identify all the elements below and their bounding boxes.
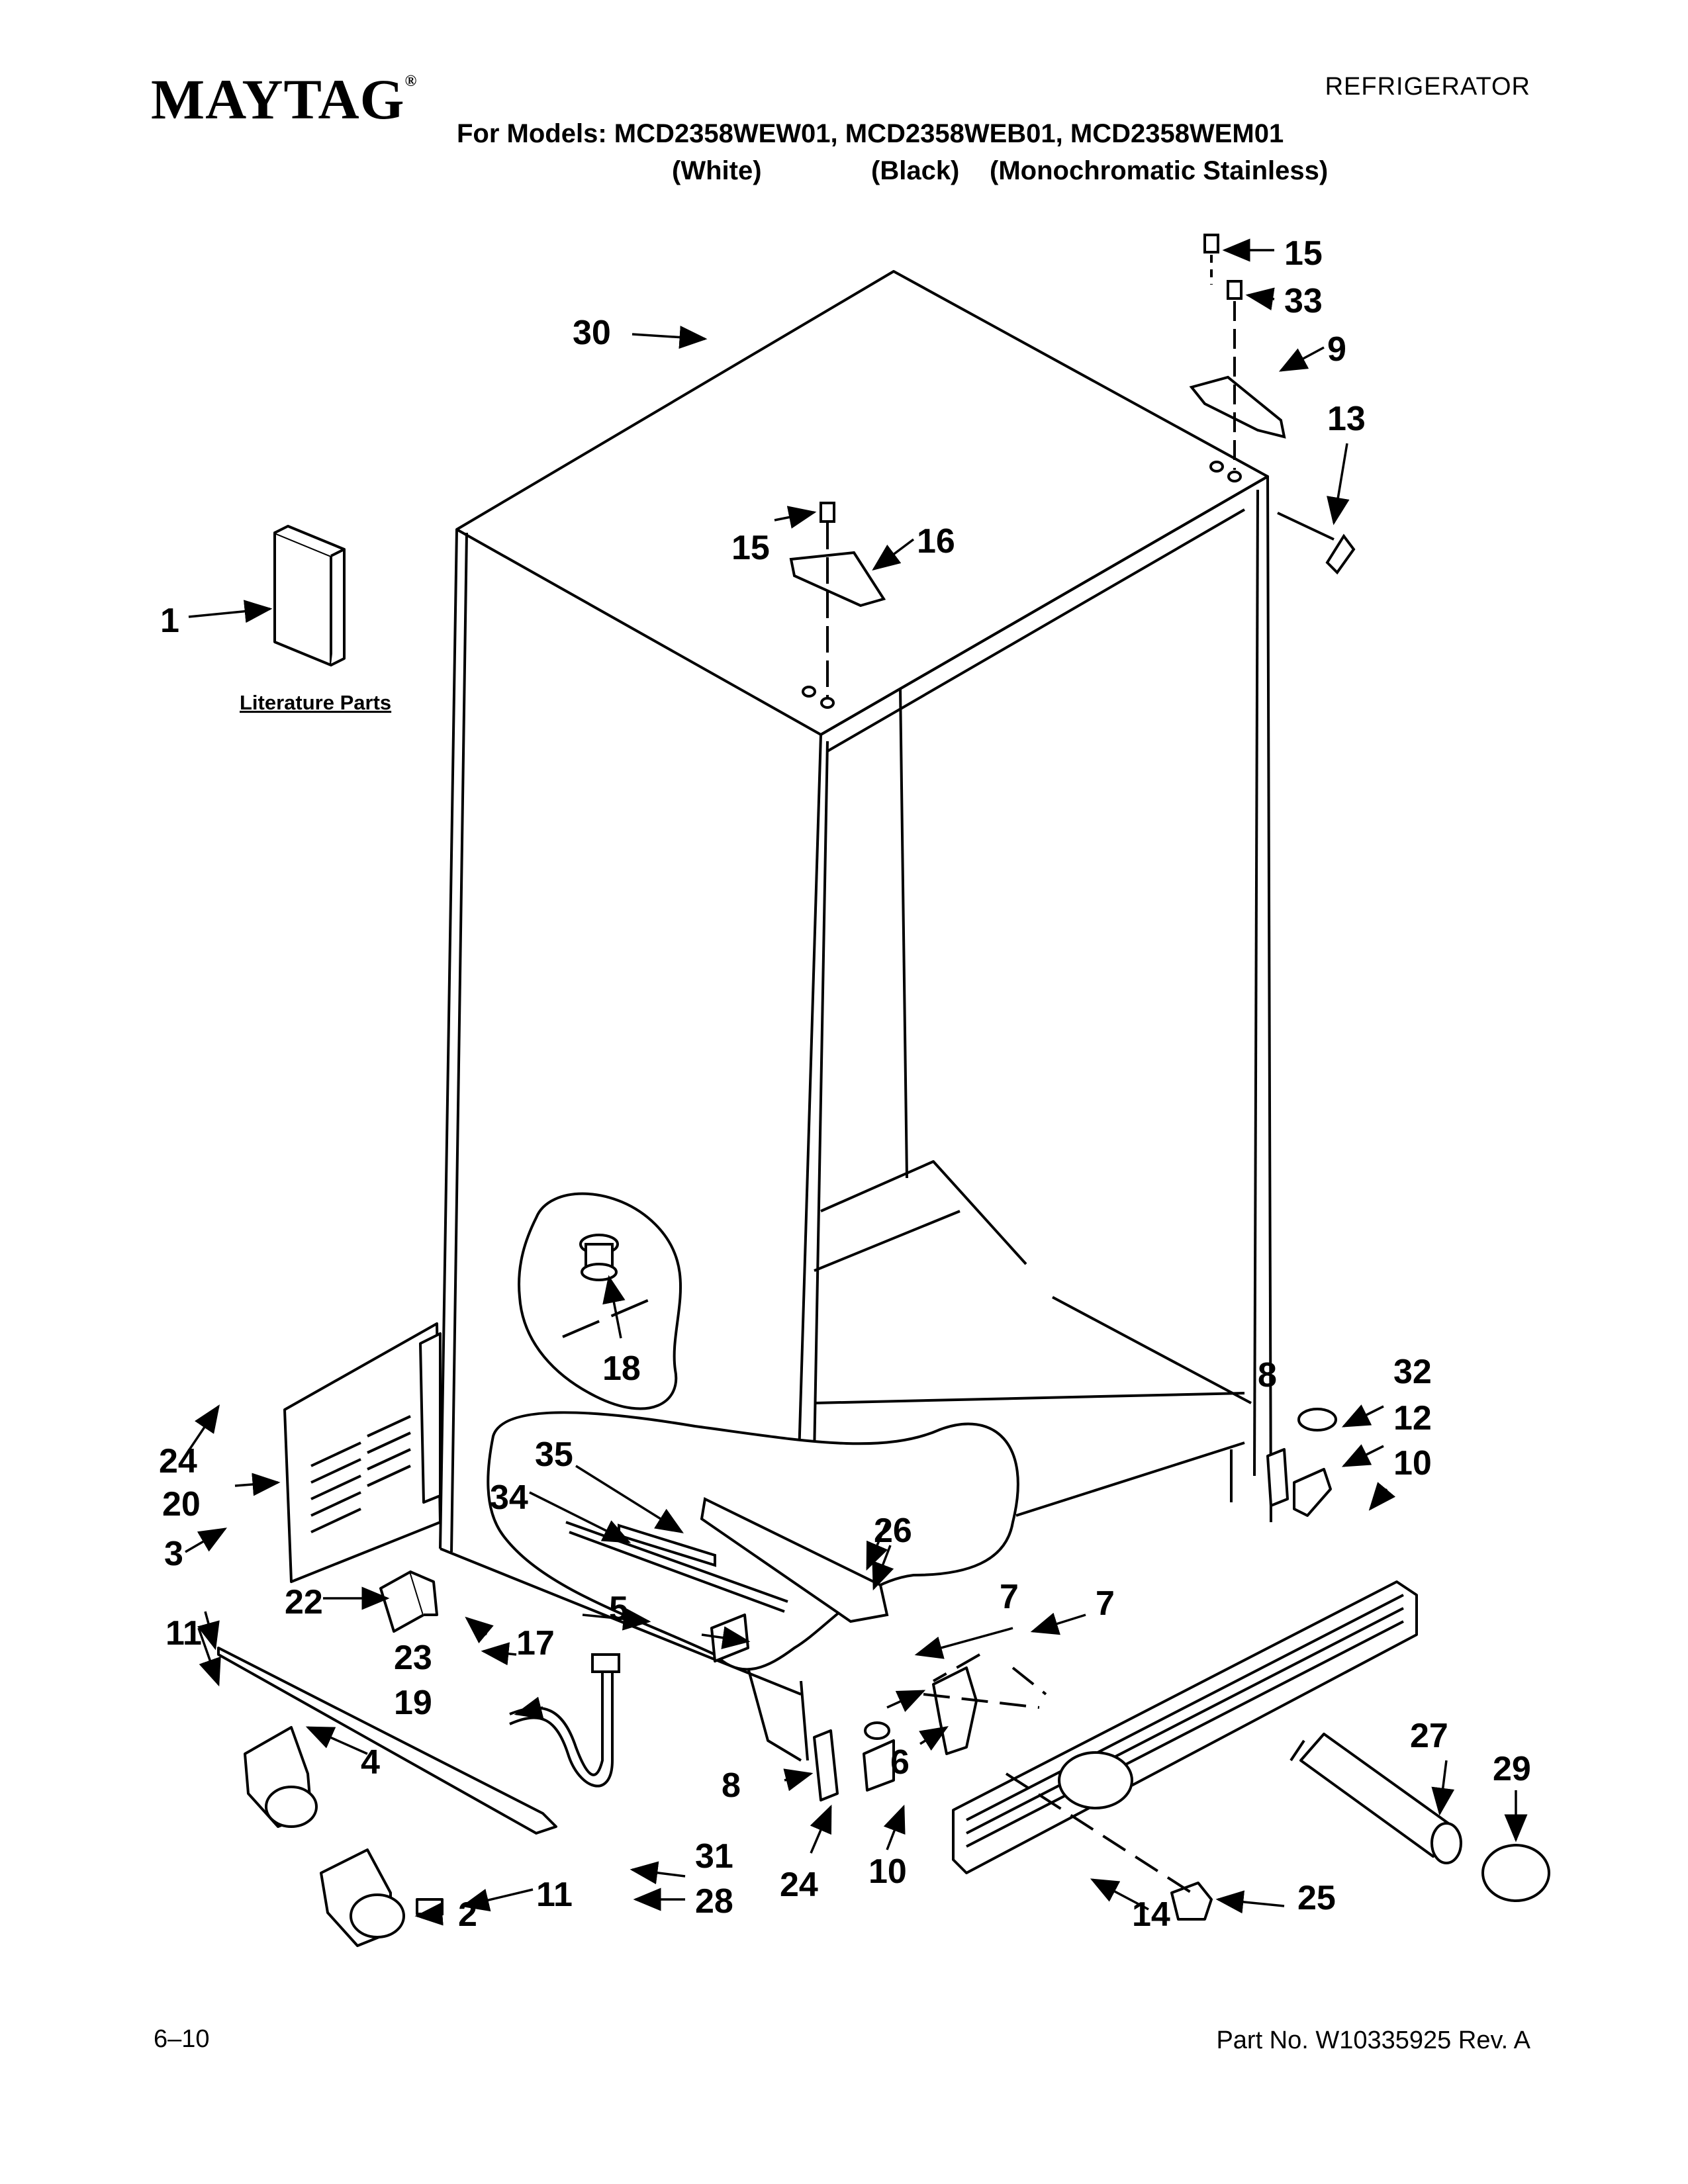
callout-7-right: 7 [1096, 1584, 1115, 1623]
callout-8-left: 8 [722, 1766, 741, 1805]
foot-detail-blob [518, 1192, 682, 1410]
callout-20: 20 [162, 1485, 201, 1524]
rollers-and-rod [217, 1647, 557, 1947]
callout-4: 4 [361, 1743, 380, 1782]
callout-10-right: 10 [1393, 1444, 1432, 1482]
callout-8-right: 8 [1258, 1356, 1277, 1394]
callout-24-bottom: 24 [780, 1866, 818, 1904]
callout-15-top: 15 [1284, 234, 1323, 273]
brand-logo: MAYTAG® [151, 66, 417, 132]
callout-19: 19 [394, 1684, 432, 1722]
callout-arrows [187, 238, 1396, 1591]
callout-3: 3 [164, 1535, 183, 1573]
variant-black: (Black) [871, 156, 960, 185]
callout-1: 1 [160, 602, 179, 640]
callout-28: 28 [695, 1882, 733, 1921]
callout-34: 34 [490, 1479, 528, 1517]
callout-numbers: 15 33 9 13 30 15 16 1 18 8 32 12 10 24 2… [159, 234, 1531, 1934]
callout-11-bottom: 11 [536, 1876, 573, 1914]
callout-2: 2 [458, 1895, 477, 1934]
callout-31: 31 [695, 1837, 733, 1876]
water-filter [1289, 1733, 1550, 1902]
top-hinge-parts [789, 234, 1356, 709]
callout-25: 25 [1297, 1879, 1336, 1917]
callout-33: 33 [1284, 282, 1323, 320]
callout-5: 5 [609, 1590, 628, 1628]
dashed-guides [923, 1653, 1193, 1894]
rear-access-panel [283, 1322, 442, 1583]
callout-22: 22 [285, 1583, 323, 1621]
callout-17: 17 [516, 1624, 555, 1662]
callout-14: 14 [1132, 1895, 1170, 1934]
callout-26: 26 [874, 1512, 912, 1550]
callout-15-mid: 15 [731, 529, 770, 567]
models-line: For Models: MCD2358WEW01, MCD2358WEB01, … [457, 119, 1284, 148]
literature-parts-label: Literature Parts [240, 691, 391, 714]
callout-13: 13 [1327, 400, 1366, 438]
date-code: 6–10 [154, 2025, 210, 2053]
callout-30: 30 [573, 314, 611, 352]
callout-12: 12 [1393, 1399, 1432, 1437]
document-type: REFRIGERATOR [1325, 73, 1530, 101]
callout-35: 35 [535, 1435, 573, 1474]
callout-23: 23 [394, 1639, 432, 1677]
variant-white: (White) [672, 156, 762, 185]
callout-29: 29 [1493, 1750, 1531, 1788]
callout-27: 27 [1410, 1717, 1448, 1755]
callout-32: 32 [1393, 1353, 1432, 1391]
callout-18: 18 [602, 1349, 641, 1388]
brand-name: MAYTAG [151, 68, 405, 131]
callout-16: 16 [917, 522, 955, 561]
callout-24-left: 24 [159, 1442, 197, 1480]
callout-11-left: 11 [165, 1614, 202, 1653]
part-number: Part No. W10335925 Rev. A [1216, 2026, 1530, 2054]
variant-stainless: (Monochromatic Stainless) [990, 156, 1329, 185]
callout-10-bottom: 10 [868, 1852, 907, 1891]
callout-7-left: 7 [1000, 1578, 1019, 1616]
literature-book-icon [273, 525, 346, 666]
callout-6: 6 [890, 1743, 910, 1782]
base-grille [952, 1580, 1418, 1921]
callout-9: 9 [1327, 330, 1346, 369]
registered-mark: ® [404, 73, 418, 90]
cabinet [439, 270, 1272, 1762]
callout-arrows-2 [185, 1527, 1528, 1926]
